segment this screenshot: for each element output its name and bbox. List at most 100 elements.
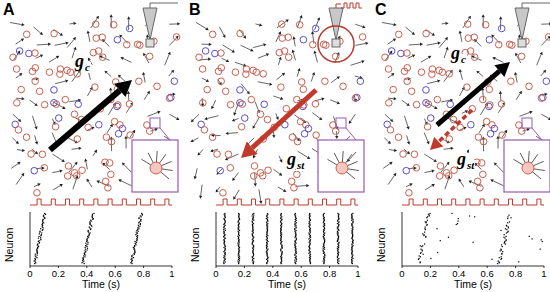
- spike: [224, 233, 225, 234]
- field-arrow: [235, 190, 239, 197]
- spike: [267, 255, 268, 256]
- excitatory-neuron: [154, 83, 161, 90]
- spike: [338, 214, 339, 215]
- excitatory-neuron: [257, 111, 264, 118]
- spike: [84, 263, 85, 264]
- spike: [474, 216, 475, 217]
- tick-label: 0.4: [266, 269, 279, 279]
- spike: [132, 260, 133, 261]
- spike: [337, 228, 338, 229]
- excitatory-neuron: [278, 21, 285, 28]
- spike: [497, 263, 498, 264]
- spike: [37, 252, 38, 253]
- spike: [253, 263, 254, 264]
- spike: [323, 253, 324, 254]
- spike: [224, 244, 225, 245]
- spike: [39, 243, 40, 244]
- field-arrow-head: [142, 72, 145, 75]
- excitatory-neuron: [232, 69, 239, 76]
- spike: [456, 224, 457, 225]
- field-arrow: [424, 119, 426, 123]
- spike: [458, 218, 459, 219]
- excitatory-neuron: [436, 67, 443, 74]
- field-arrow-head: [118, 179, 121, 182]
- spike: [135, 243, 136, 244]
- excitatory-neuron: [137, 42, 144, 49]
- field-arrow-head: [412, 55, 415, 58]
- spike: [281, 241, 282, 242]
- field-arrow-head: [190, 139, 193, 142]
- spike: [238, 226, 239, 227]
- excitatory-neuron: [136, 78, 143, 85]
- spike: [252, 222, 253, 223]
- field-arrow-head: [490, 179, 493, 182]
- spike: [309, 248, 310, 249]
- spike: [429, 213, 430, 214]
- electrode-tip: [332, 39, 340, 47]
- spike: [282, 251, 283, 252]
- spike: [37, 253, 38, 254]
- spike: [224, 219, 225, 220]
- spike: [424, 243, 425, 244]
- field-arrow: [248, 138, 254, 144]
- excitatory-neuron: [390, 86, 397, 93]
- spike: [295, 246, 296, 247]
- spike: [338, 254, 339, 255]
- spike: [352, 241, 353, 242]
- spike: [351, 215, 352, 216]
- field-arrow-head: [459, 179, 462, 182]
- field-arrow-head: [120, 57, 123, 60]
- spike: [504, 243, 505, 244]
- spike: [295, 233, 296, 234]
- field-arrow-head: [428, 56, 431, 59]
- field-arrow: [144, 93, 148, 100]
- spike: [224, 255, 225, 256]
- spike: [238, 232, 239, 233]
- field-arrow: [207, 116, 218, 119]
- axis-label: Time (s): [268, 279, 306, 290]
- excitatory-neuron: [238, 123, 245, 130]
- electrode-tip: [146, 39, 154, 47]
- spike: [309, 226, 310, 227]
- spike: [89, 222, 90, 223]
- inset: [132, 140, 178, 192]
- field-arrow-head: [406, 126, 409, 129]
- spike: [280, 225, 281, 226]
- spike: [280, 217, 281, 218]
- field-arrow-head: [34, 126, 37, 129]
- spike: [252, 250, 253, 251]
- spike: [35, 262, 36, 263]
- spike: [308, 223, 309, 224]
- spike: [281, 253, 282, 254]
- spike: [294, 221, 295, 222]
- spike: [281, 255, 282, 256]
- spike: [281, 261, 282, 262]
- spike: [323, 262, 324, 263]
- tick-label: 0.6: [481, 269, 494, 279]
- spike: [84, 253, 85, 254]
- spike: [238, 221, 239, 222]
- spike: [140, 220, 141, 221]
- spike: [281, 263, 282, 264]
- spike: [337, 262, 338, 263]
- spike: [266, 245, 267, 246]
- spike: [238, 245, 239, 246]
- spike: [253, 220, 254, 221]
- excitatory-neuron: [495, 41, 502, 48]
- spike: [281, 247, 282, 248]
- spike: [253, 240, 254, 241]
- spike: [87, 248, 88, 249]
- tick-label: 0.6: [109, 269, 122, 279]
- spike: [134, 248, 135, 249]
- spike: [281, 213, 282, 214]
- spike: [138, 225, 139, 226]
- spike: [41, 224, 42, 225]
- spike: [266, 243, 267, 244]
- excitatory-neuron: [436, 173, 443, 180]
- field-arrow: [425, 185, 432, 189]
- spike: [338, 215, 339, 216]
- spike: [324, 255, 325, 256]
- field-arrow: [498, 139, 499, 149]
- inhibitory-neuron: [468, 121, 475, 128]
- spike: [238, 262, 239, 263]
